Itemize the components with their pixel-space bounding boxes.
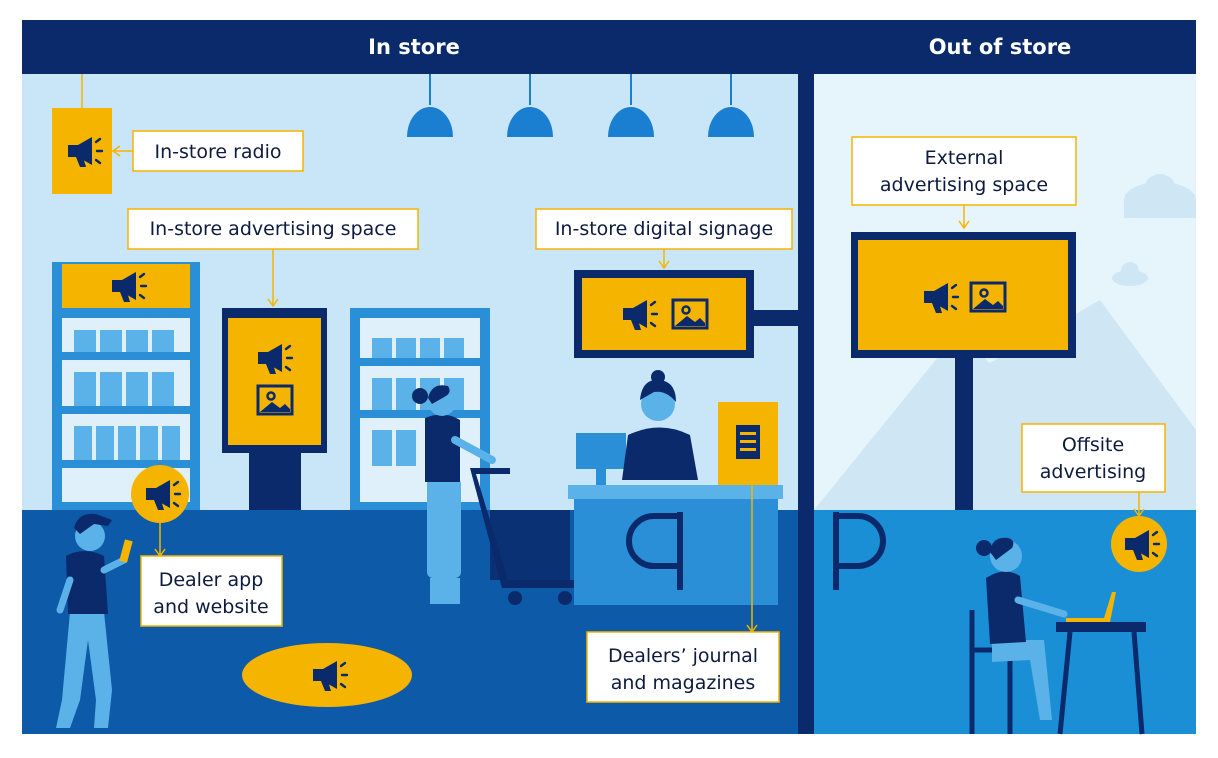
in-store-heading: In store: [368, 35, 460, 59]
label-dealers-journal: [586, 631, 780, 703]
label-dealers-journal-line1: Dealers’ journal: [608, 645, 758, 667]
divider-wall: [798, 74, 814, 734]
lamp-icon: [507, 74, 553, 137]
label-offsite-advertising: [1021, 423, 1166, 493]
checkout-counter: [568, 370, 783, 605]
lamp-icon: [608, 74, 654, 137]
laptop-user: [969, 537, 1146, 735]
customer-with-phone: [56, 513, 133, 728]
label-dealer-app: [140, 555, 283, 627]
shelf-middle: [350, 308, 490, 510]
label-in-store-digital-signage-text: In-store digital signage: [555, 218, 773, 240]
cloud-icon: [1112, 262, 1148, 286]
lamp-icon: [407, 74, 453, 137]
label-in-store-advertising-space: [127, 208, 419, 250]
label-external-advertising-line1: External: [925, 147, 1004, 169]
digital-signage-screen: [574, 270, 798, 358]
label-external-advertising-space: [851, 136, 1077, 206]
label-offsite-advertising-line2: advertising: [1040, 461, 1146, 483]
label-dealers-journal-line2: and magazines: [611, 672, 756, 694]
label-external-advertising-line2: advertising space: [880, 174, 1048, 196]
advertising-kiosk: [222, 308, 327, 510]
cloud-icon: [1124, 174, 1196, 218]
label-dealer-app-line1: Dealer app: [159, 569, 264, 591]
shopper-with-cart: [412, 385, 575, 605]
billboard: [851, 232, 1076, 510]
label-in-store-radio: [132, 130, 304, 172]
label-in-store-advertising-space-text: In-store advertising space: [150, 218, 397, 240]
label-in-store-radio-text: In-store radio: [154, 141, 281, 163]
turnstile: [626, 512, 886, 590]
label-dealer-app-line2: and website: [153, 596, 268, 618]
header-bar: [22, 20, 1196, 74]
label-offsite-advertising-line1: Offsite: [1062, 434, 1124, 456]
lamp-icon: [708, 74, 754, 137]
out-of-store-heading: Out of store: [929, 35, 1072, 59]
shelf-left: [52, 262, 200, 510]
